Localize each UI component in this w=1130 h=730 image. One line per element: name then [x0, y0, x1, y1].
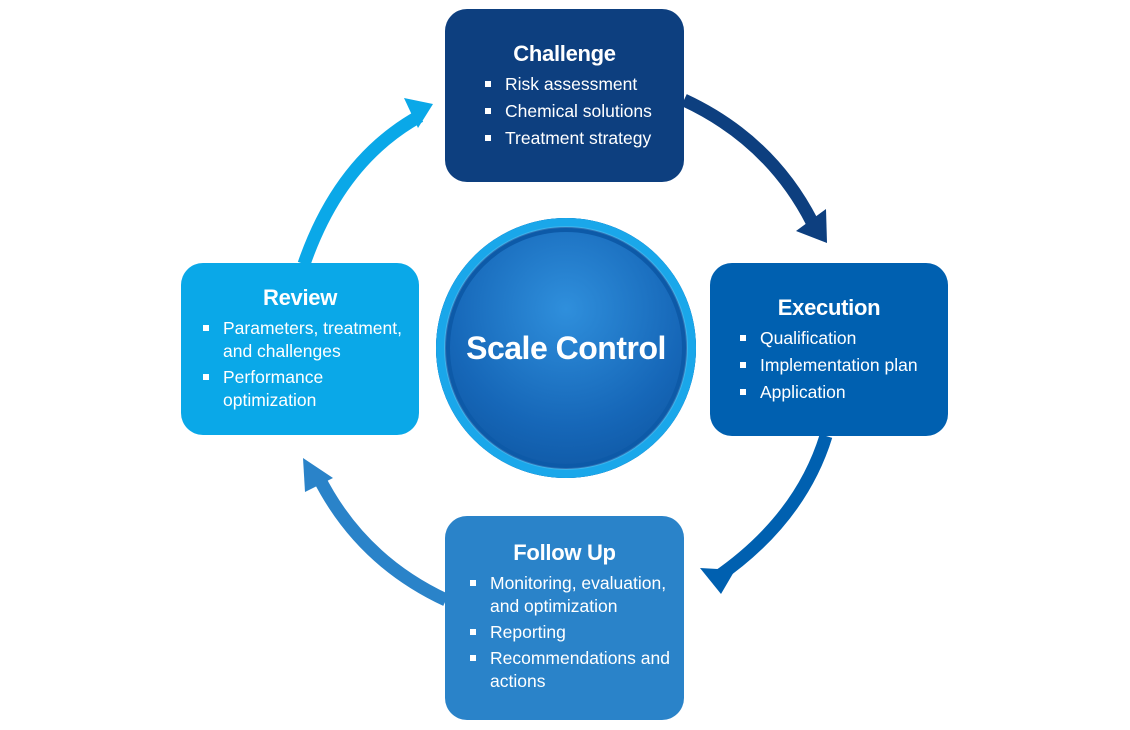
challenge-list: Risk assessment Chemical solutions Treat… [483, 73, 684, 150]
review-box: Review Parameters, treatment, and challe… [181, 263, 419, 435]
list-item: Application [738, 381, 948, 404]
list-item: Implementation plan [738, 354, 948, 377]
list-item: Qualification [738, 327, 948, 350]
execution-list: Qualification Implementation plan Applic… [738, 327, 948, 404]
followup-list: Monitoring, evaluation, and optimization… [468, 572, 684, 693]
arrow-followup-to-review [303, 458, 449, 606]
list-item: Recommendations and actions [468, 647, 684, 693]
challenge-title: Challenge [513, 41, 616, 66]
challenge-box: Challenge Risk assessment Chemical solut… [445, 9, 684, 182]
followup-title: Follow Up [513, 540, 616, 565]
list-item: Risk assessment [483, 73, 684, 96]
list-item: Parameters, treatment, and challenges [201, 317, 419, 363]
execution-box: Execution Qualification Implementation p… [710, 263, 948, 436]
center-circle: Scale Control [436, 218, 696, 478]
review-title: Review [262, 285, 338, 310]
list-item: Treatment strategy [483, 127, 684, 150]
center-title: Scale Control [466, 329, 666, 366]
list-item: Reporting [468, 621, 684, 644]
list-item: Performance optimization [201, 366, 419, 412]
review-list: Parameters, treatment, and challenges Pe… [201, 317, 419, 412]
followup-box: Follow Up Monitoring, evaluation, and op… [445, 516, 684, 720]
center-circle-ring [444, 226, 688, 470]
list-item: Monitoring, evaluation, and optimization [468, 572, 684, 618]
arrow-execution-to-followup [700, 434, 833, 594]
arrow-challenge-to-execution [681, 94, 827, 243]
execution-title: Execution [777, 295, 881, 320]
list-item: Chemical solutions [483, 100, 684, 123]
arrow-review-to-challenge [297, 98, 433, 267]
